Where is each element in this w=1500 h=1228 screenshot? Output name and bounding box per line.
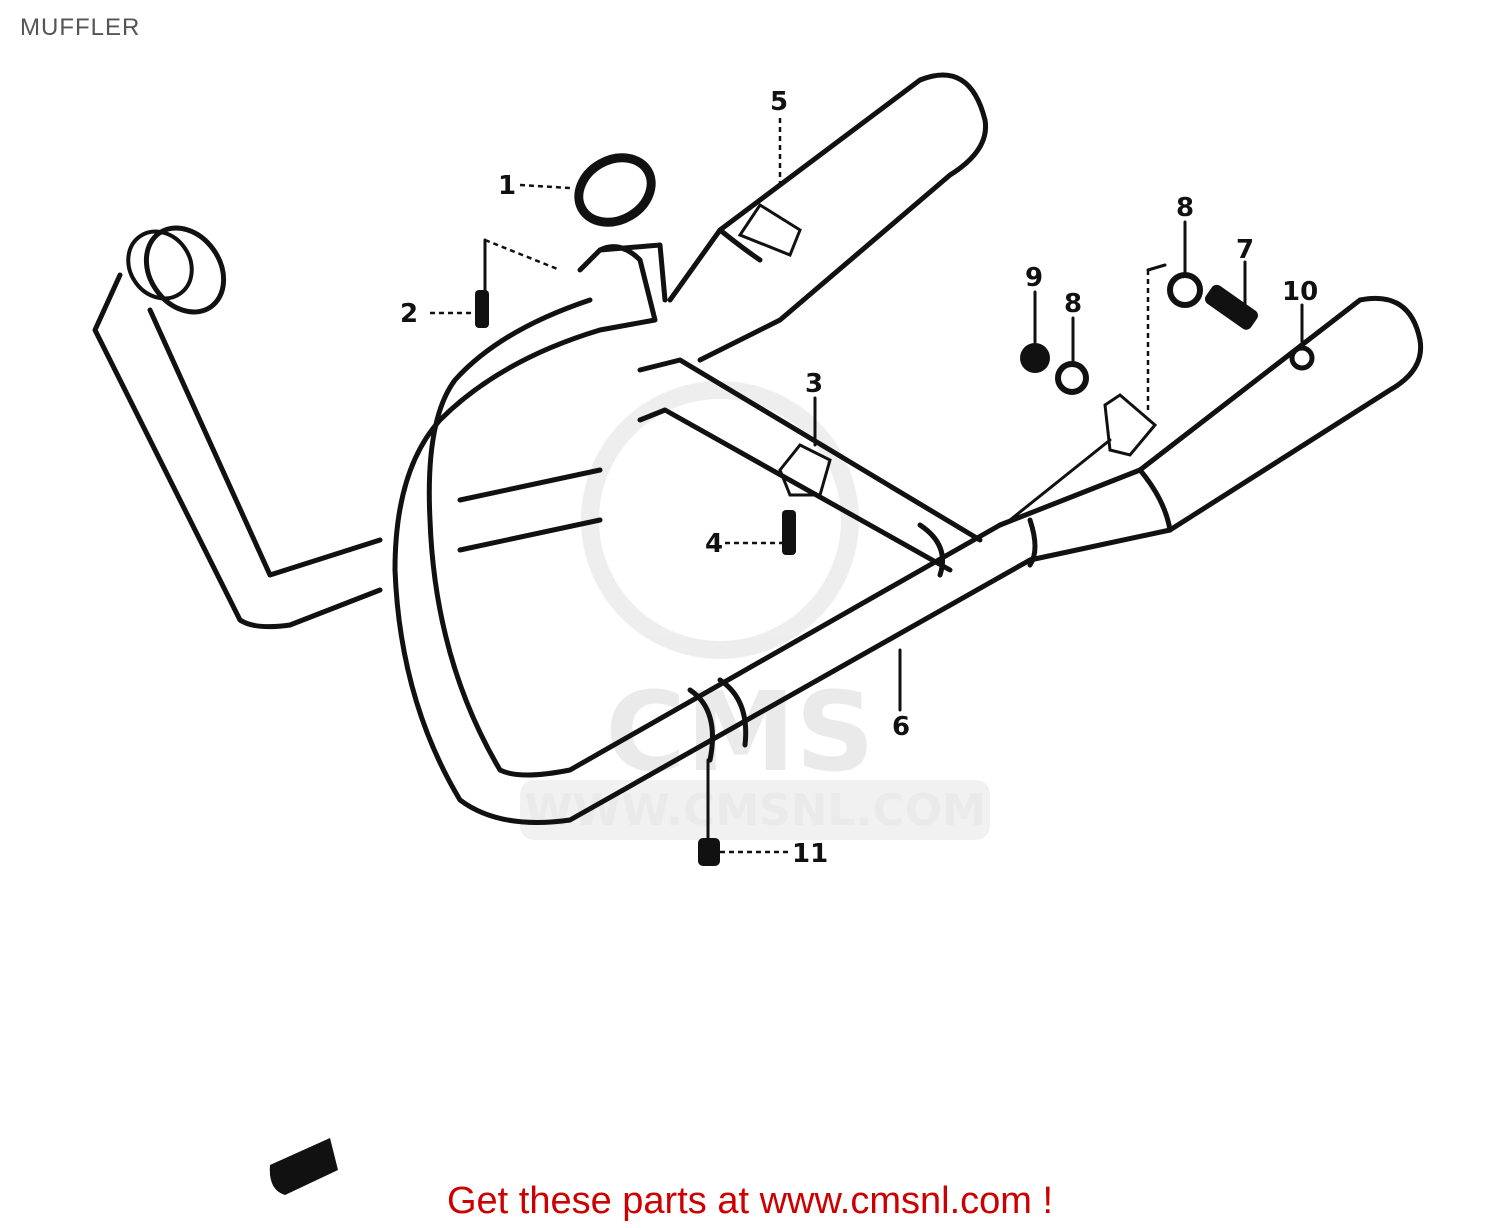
bolt-7: [1204, 284, 1258, 330]
callout-2: 2: [400, 299, 418, 329]
washer-8-lower: [1055, 361, 1089, 395]
watermark-url: WWW.CMSNL.COM: [524, 785, 986, 836]
washer-10: [1289, 345, 1315, 371]
page-title: MUFFLER: [20, 14, 141, 41]
upper-muffler: [667, 72, 989, 363]
callout-8-lower: 8: [1064, 289, 1082, 319]
left-exhaust-pipe: [92, 225, 383, 630]
nut-9: [1020, 343, 1050, 373]
callout-6: 6: [892, 712, 910, 742]
lower-muffler: [997, 295, 1424, 568]
callout-9: 9: [1025, 263, 1043, 293]
bolt-11: [698, 838, 720, 866]
front-exhaust-pipe: [392, 242, 1033, 825]
callout-1: 1: [498, 171, 516, 201]
watermark: CMS WWW.CMSNL.COM: [520, 381, 990, 840]
bolt-2: [475, 290, 489, 328]
callout-7: 7: [1236, 235, 1254, 265]
callout-5: 5: [770, 87, 788, 117]
muffler-bracket: [1103, 393, 1158, 457]
washer-8-upper: [1167, 272, 1203, 308]
callout-11: 11: [792, 839, 828, 869]
gasket-ring: [574, 153, 656, 227]
callout-3: 3: [805, 369, 823, 399]
small-part-bottom: [269, 1138, 338, 1195]
cross-pipe: [637, 357, 983, 578]
bolt-4: [782, 510, 796, 555]
callout-8-upper: 8: [1176, 193, 1194, 223]
leader-lines: [430, 118, 1304, 854]
get-parts-link[interactable]: Get these parts at www.cmsnl.com !: [446, 1180, 1054, 1222]
callout-10: 10: [1282, 277, 1318, 307]
callout-4: 4: [705, 529, 723, 559]
